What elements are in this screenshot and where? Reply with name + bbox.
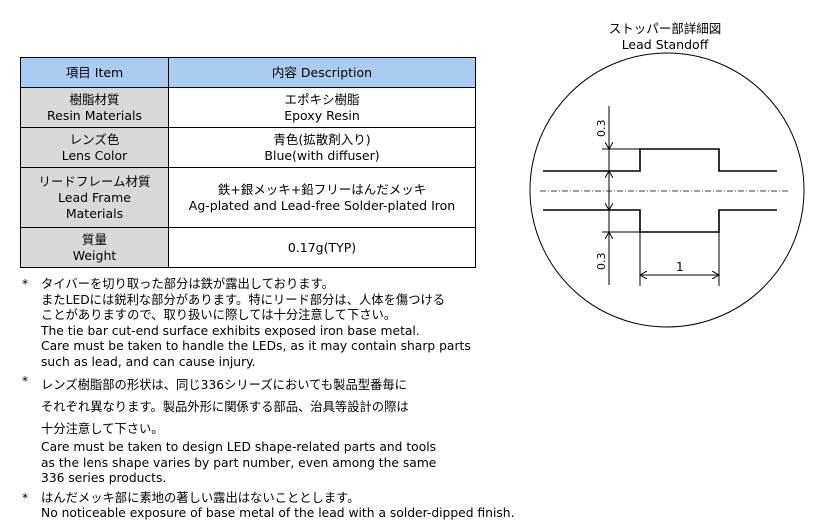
item-jp: 質量 bbox=[81, 231, 107, 247]
note-line: The tie bar cut-end surface exhibits exp… bbox=[41, 323, 420, 338]
desc-jp: エポキシ樹脂 bbox=[284, 91, 360, 107]
note-line: Care must be taken to design LED shape-r… bbox=[41, 440, 437, 454]
note-line: Care must be taken to handle the LEDs, a… bbox=[41, 339, 471, 353]
note-line: 十分注意して下さい。 bbox=[41, 422, 164, 436]
note-marker: * bbox=[22, 277, 29, 291]
note-marker: * bbox=[22, 490, 29, 505]
note-line: レンズ樹脂部の形状は、同じ336シリーズにおいても製品型番毎に bbox=[41, 378, 407, 392]
note-line: またLEDには鋭利な部分があります。特にリード部分は、人体を傷つける bbox=[41, 292, 446, 307]
desc-cell: 0.17g(TYP) bbox=[168, 227, 476, 268]
desc-jp: 鉄+銀メッキ+鉛フリーはんだメッキ bbox=[217, 181, 427, 197]
item-en: Lens Color bbox=[61, 147, 128, 163]
table-header: 項目 Item 内容 Description bbox=[20, 57, 476, 88]
note: * レンズ樹脂部の形状は、同じ336シリーズにおいても製品型番毎に それぞれ異な… bbox=[22, 374, 515, 487]
upper-lead-outline bbox=[543, 148, 777, 172]
item-jp: リードフレーム材質 bbox=[38, 173, 151, 189]
note-line: as the lens shape varies by part number,… bbox=[41, 455, 437, 470]
lower-lead-outline bbox=[543, 209, 777, 233]
note: * タイバーを切り取った部分は鉄が露出しております。 またLEDには鋭利な部分が… bbox=[22, 277, 515, 370]
dim-top-label: 0.3 bbox=[595, 120, 608, 138]
desc-en: Blue(with diffuser) bbox=[264, 147, 380, 163]
dim-width-label: 1 bbox=[676, 260, 684, 274]
item-en: Lead Frame bbox=[58, 189, 131, 205]
note-line: such as lead, and can cause injury. bbox=[41, 354, 256, 369]
diagram-title-en: Lead Standoff bbox=[621, 37, 709, 52]
note-line: はんだメッキ部に素地の著しい露出はないこととします。 bbox=[41, 490, 360, 505]
item-jp: 樹脂材質 bbox=[69, 91, 120, 107]
note-line: ことがありますので、取り扱いに際しては十分注意して下さい。 bbox=[41, 308, 397, 322]
note-line: No noticeable exposure of base metal of … bbox=[41, 506, 515, 520]
item-en: Materials bbox=[65, 205, 124, 221]
item-jp: レンズ色 bbox=[69, 131, 120, 147]
dim-bottom-label: 0.3 bbox=[595, 253, 608, 271]
note-marker: * bbox=[22, 374, 29, 388]
note-line: それぞれ異なります。製品外形に関係する部品、治具等設計の際は bbox=[41, 400, 409, 414]
desc-jp: 青色(拡散剤入り) bbox=[273, 131, 371, 147]
item-en: Weight bbox=[72, 247, 117, 263]
note-line: タイバーを切り取った部分は鉄が露出しております。 bbox=[41, 277, 334, 291]
note-line: 336 series products. bbox=[41, 471, 167, 485]
diagram-title: ストッパー部詳細図 Lead Standoff bbox=[560, 21, 770, 53]
detail-circle bbox=[529, 52, 805, 328]
desc-en: Epoxy Resin bbox=[284, 107, 360, 123]
note: * はんだメッキ部に素地の著しい露出はないこととします。 No noticeab… bbox=[22, 491, 515, 522]
item-en: Resin Materials bbox=[47, 107, 142, 123]
desc-en: Ag-plated and Lead-free Solder-plated Ir… bbox=[188, 197, 456, 213]
header-item: 項目 Item bbox=[20, 57, 169, 88]
desc-cell: 青色(拡散剤入り)Blue(with diffuser) bbox=[168, 127, 476, 168]
notes: * タイバーを切り取った部分は鉄が露出しております。 またLEDには鋭利な部分が… bbox=[22, 277, 515, 526]
diagram-title-jp: ストッパー部詳細図 bbox=[608, 21, 722, 36]
